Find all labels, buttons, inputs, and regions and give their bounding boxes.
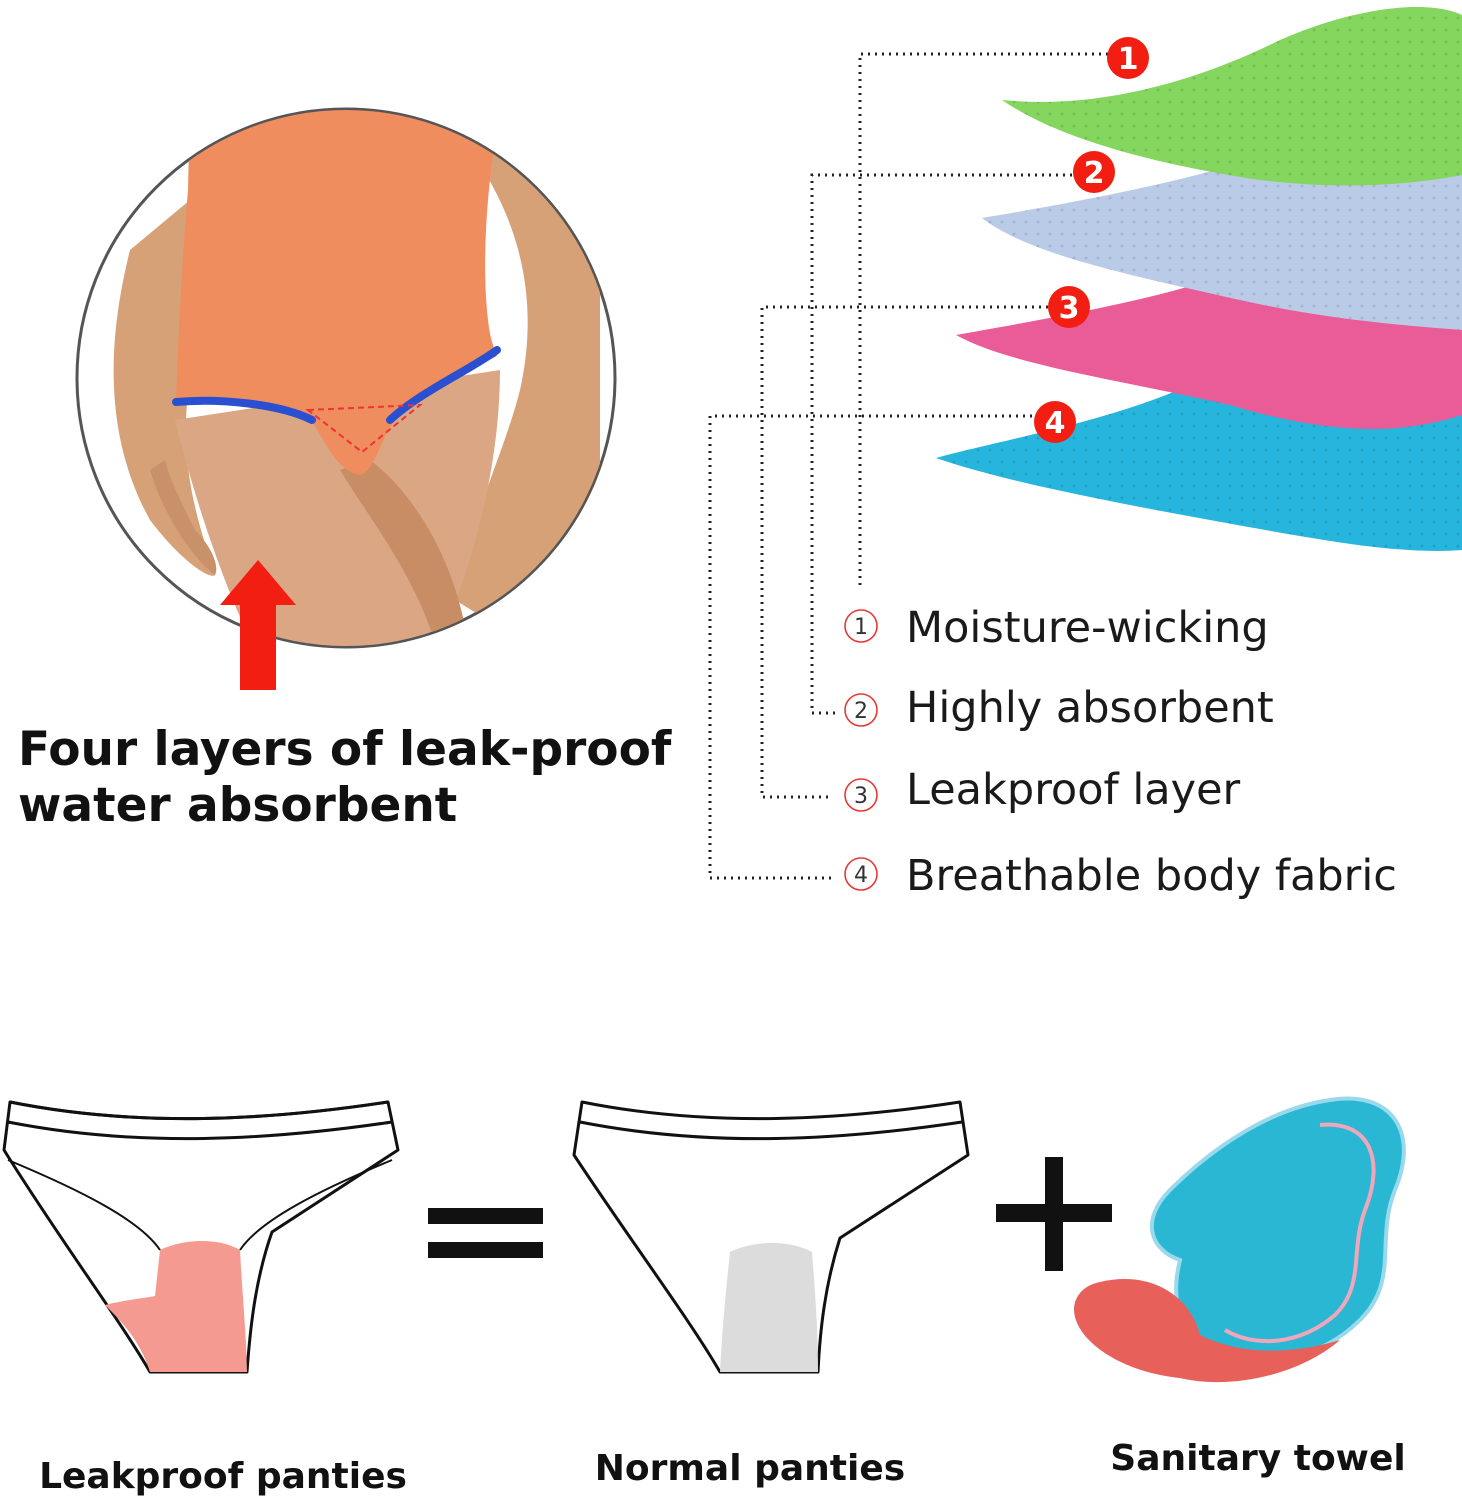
legend-label-4: Breathable body fabric [906, 851, 1397, 901]
legend-item-1: 1 Moisture-wicking [844, 603, 1269, 653]
headline-line-2: water absorbent [18, 778, 458, 833]
layer-badges: 1 2 3 4 [1034, 37, 1149, 443]
normal-gusset [720, 1243, 818, 1372]
badge-3: 3 [1048, 286, 1090, 328]
plus-icon [996, 1157, 1112, 1271]
gusset-outline [305, 403, 423, 454]
legend-label-1: Moisture-wicking [906, 603, 1269, 653]
badge-4: 4 [1034, 401, 1076, 443]
caption-sanitary-towel: Sanitary towel [1110, 1438, 1405, 1479]
caption-leakproof-panties: Leakproof panties [39, 1456, 407, 1497]
badge-2: 2 [1073, 151, 1115, 193]
arrow-up-icon [220, 560, 296, 690]
leader-lines [708, 52, 1108, 880]
badge-3-number: 3 [1059, 291, 1080, 326]
legend-item-2: 2 Highly absorbent [844, 683, 1274, 733]
sanitary-towel-illustration [1074, 1096, 1406, 1383]
normal-panties-illustration [572, 1100, 970, 1374]
legend-item-3: 3 Leakproof layer [844, 765, 1241, 815]
layer-legend: 1 Moisture-wicking 2 Highly absorbent 3 … [844, 603, 1397, 901]
legend-number-1: 1 [854, 615, 868, 640]
headline-line-1: Four layers of leak-proof [18, 722, 672, 777]
legend-number-2: 2 [854, 699, 868, 724]
leakproof-gusset [105, 1241, 247, 1372]
leakproof-panties-illustration [2, 1100, 400, 1374]
legend-label-2: Highly absorbent [906, 683, 1274, 733]
legend-number-3: 3 [854, 784, 868, 809]
badge-4-number: 4 [1045, 406, 1066, 441]
caption-normal-panties: Normal panties [595, 1448, 905, 1489]
badge-1-number: 1 [1118, 42, 1139, 77]
bodysuit [176, 110, 500, 475]
equals-icon [428, 1208, 543, 1258]
layer-1-sheet [1002, 7, 1462, 186]
legend-label-3: Leakproof layer [906, 765, 1241, 815]
headline: Four layers of leak-proof water absorben… [18, 722, 698, 834]
towel-inner [1074, 1278, 1340, 1383]
legend-item-4: 4 Breathable body fabric [844, 851, 1397, 901]
legend-number-4: 4 [854, 863, 868, 888]
badge-2-number: 2 [1084, 156, 1105, 191]
waistband [172, 346, 501, 424]
layers-stack [936, 7, 1462, 551]
layer-2-sheet [982, 141, 1462, 330]
model-illustration [75, 107, 617, 690]
badge-1: 1 [1107, 37, 1149, 79]
